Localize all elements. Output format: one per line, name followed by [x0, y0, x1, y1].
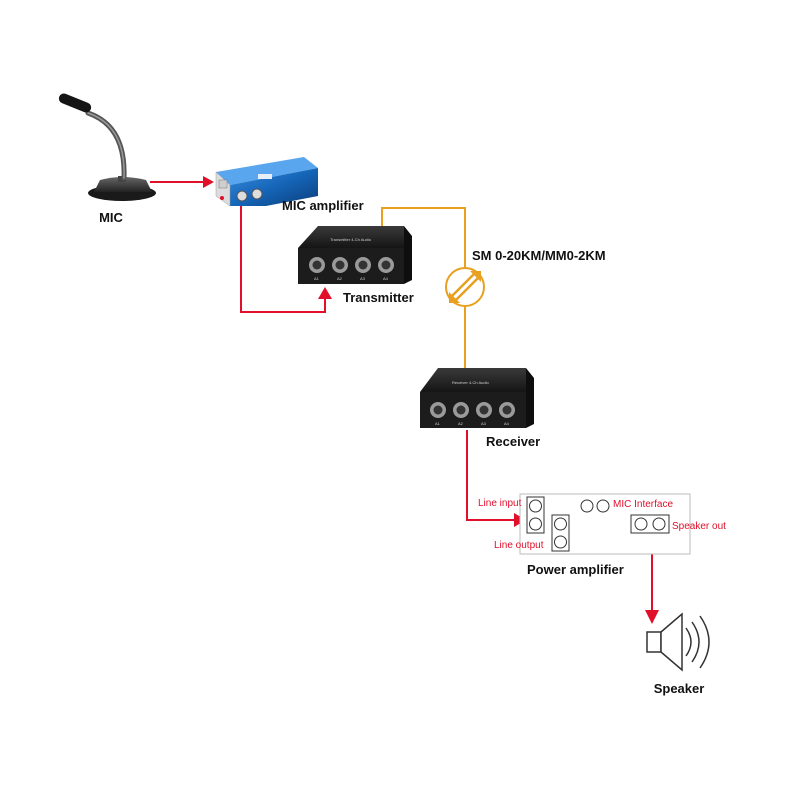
mic-amplifier-device-icon	[215, 157, 318, 207]
speaker-out-label: Speaker out	[672, 521, 726, 532]
svg-text:A3: A3	[360, 276, 366, 281]
svg-text:A2: A2	[458, 421, 464, 426]
power-amplifier-panel	[519, 493, 691, 555]
mic-interface-jack-2	[596, 499, 610, 513]
line-output-jack	[554, 517, 567, 531]
speaker-out-jack	[634, 517, 648, 531]
amp-to-transmitter-connection	[240, 206, 332, 313]
line-input-label: Line input	[478, 498, 522, 509]
power-amplifier-label: Power amplifier	[527, 562, 624, 577]
speaker-icon	[646, 612, 710, 672]
svg-text:A2: A2	[337, 276, 343, 281]
svg-text:A4: A4	[504, 421, 510, 426]
line-input-jack	[529, 499, 542, 513]
mic-label: MIC	[99, 210, 123, 225]
receiver-label: Receiver	[486, 434, 540, 449]
svg-text:Transmitter 4-Ch Audio: Transmitter 4-Ch Audio	[330, 237, 372, 242]
gooseneck-microphone-icon	[58, 93, 156, 201]
fiber-spec-label: SM 0-20KM/MM0-2KM	[472, 248, 606, 263]
svg-text:Receiver 4-Ch Audio: Receiver 4-Ch Audio	[452, 380, 489, 385]
mic-interface-label: MIC Interface	[613, 499, 673, 510]
transmitter-device-icon: Transmitter 4-Ch Audio A1 A2 A3 A4	[298, 226, 412, 284]
mic-interface-jack	[580, 499, 594, 513]
line-output-jack-2	[554, 535, 567, 549]
mic-amplifier-label: MIC amplifier	[282, 198, 364, 213]
mic-to-amp-connection	[150, 176, 214, 188]
fiber-connector-icon	[445, 267, 485, 307]
transmitter-label: Transmitter	[343, 290, 414, 305]
svg-text:A3: A3	[481, 421, 487, 426]
line-output-label: Line output	[494, 540, 544, 551]
svg-text:A1: A1	[435, 421, 441, 426]
receiver-device-icon: Receiver 4-Ch Audio A1 A2 A3 A4	[420, 368, 534, 428]
svg-text:A4: A4	[383, 276, 389, 281]
speaker-label: Speaker	[654, 681, 705, 696]
speaker-out-jack-2	[652, 517, 666, 531]
svg-text:A1: A1	[314, 276, 320, 281]
line-input-jack-2	[529, 517, 542, 531]
